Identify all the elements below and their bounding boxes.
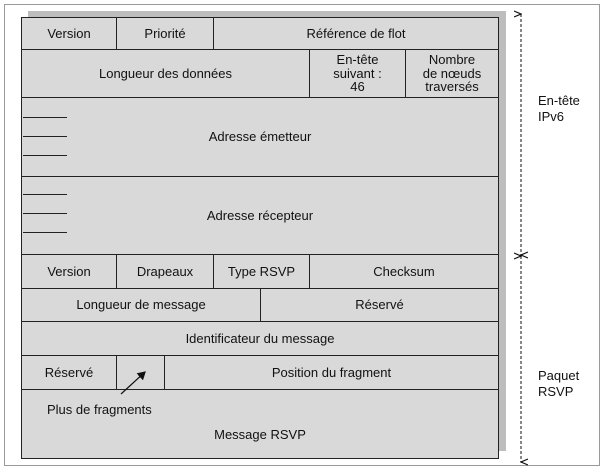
packet-diagram: Version Priorité Référence de flot Longu… [21, 17, 499, 459]
field-reserved-2: Réservé [21, 355, 117, 390]
figure-frame [4, 4, 600, 466]
rsvp-row-message: Message RSVP [21, 389, 499, 459]
field-hop-count: Nombre de nœuds traversés [405, 49, 499, 98]
ipv6-header-label: En-tête IPv6 [538, 93, 580, 124]
field-rsvp-type: Type RSVP [213, 254, 310, 289]
field-flow-reference: Référence de flot [213, 17, 499, 50]
field-flags: Drapeaux [116, 254, 214, 289]
more-fragments-arrow [120, 371, 146, 395]
field-next-header: En-tête suivant : 46 [309, 49, 406, 98]
field-source-address: Adresse émetteur [21, 97, 499, 177]
field-data-length: Longueur des données [21, 49, 310, 98]
field-version: Version [21, 17, 117, 50]
packet-depth-top [28, 11, 506, 19]
ipv6-row-source: Adresse émetteur [21, 97, 499, 177]
field-fragment-position: Position du fragment [164, 355, 499, 390]
rsvp-packet-label: Paquet RSVP [538, 368, 580, 399]
ipv6-row-1: Version Priorité Référence de flot [21, 17, 499, 50]
ipv6-row-destination: Adresse récepteur [21, 176, 499, 255]
rsvp-row-4: Réservé Position du fragment [21, 355, 499, 390]
ipv6-row-2: Longueur des données En-tête suivant : 4… [21, 49, 499, 98]
field-destination-address: Adresse récepteur [21, 176, 499, 255]
more-fragments-note: Plus de fragments [47, 402, 152, 417]
rsvp-row-3: Identificateur du message [21, 321, 499, 356]
field-priority: Priorité [116, 17, 214, 50]
field-rsvp-version: Version [21, 254, 117, 289]
rsvp-row-2: Longueur de message Réservé [21, 288, 499, 322]
field-message-id: Identificateur du message [21, 321, 499, 356]
field-rsvp-message: Message RSVP [21, 389, 499, 459]
field-message-length: Longueur de message [21, 288, 261, 322]
packet-depth-right [498, 11, 506, 451]
